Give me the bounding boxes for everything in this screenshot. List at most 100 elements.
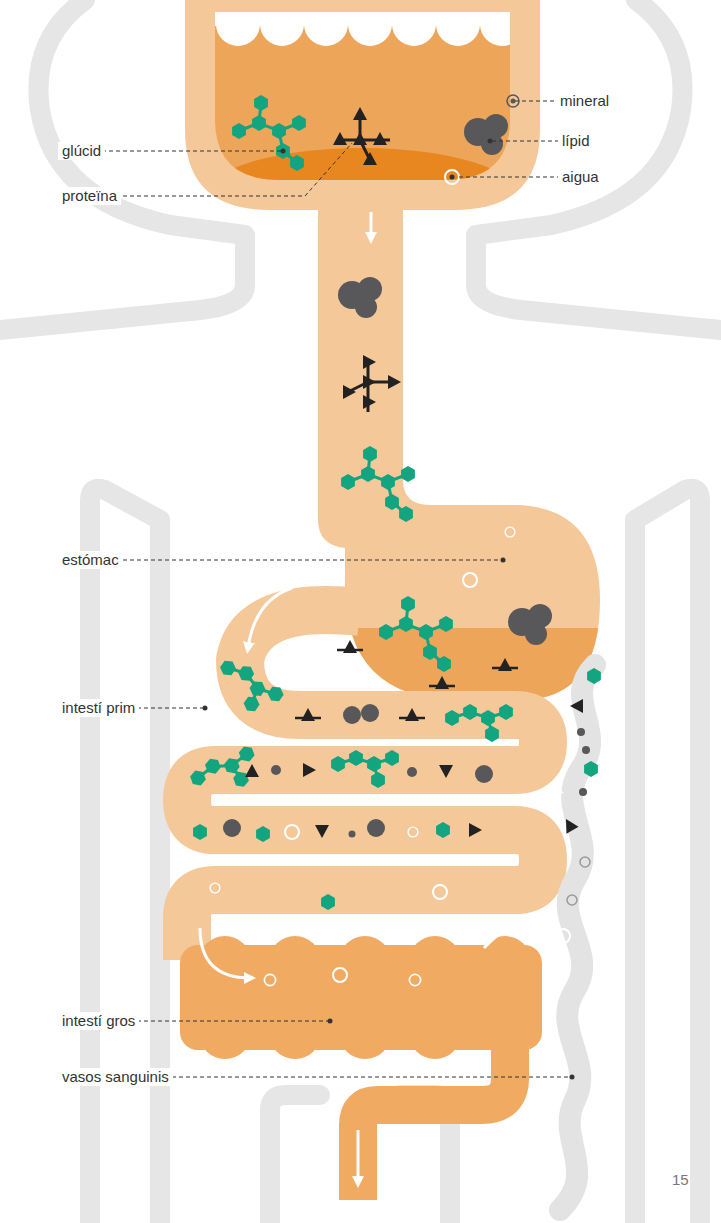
carbohydrate-molecule	[445, 704, 513, 742]
part-label: proteïna	[58, 187, 121, 205]
mineral-molecule	[511, 99, 516, 104]
leader-dot	[501, 558, 506, 563]
nutrients-esophagus	[337, 277, 552, 689]
part-label: glúcid	[58, 142, 105, 160]
protein-fragment	[399, 708, 425, 721]
tooth	[304, 2, 348, 46]
mineral-fragment	[577, 728, 585, 736]
absorption-arrow	[512, 792, 558, 804]
protein-fragment	[337, 640, 363, 653]
tooth	[348, 2, 392, 46]
leader-lines	[95, 101, 572, 1077]
tooth	[480, 2, 524, 46]
water-molecule	[333, 968, 347, 982]
colon-bulge	[199, 936, 251, 988]
carbohydrate-molecule	[379, 596, 453, 672]
flow-arrow	[200, 928, 250, 978]
water-molecule	[505, 527, 515, 537]
leader-dot	[281, 149, 286, 154]
colon-bulge	[409, 1007, 461, 1059]
carbohydrate-unit	[436, 822, 450, 838]
leader-dot	[203, 706, 208, 711]
water-molecule	[408, 827, 418, 837]
protein-fragment	[439, 765, 453, 778]
protein-fragment	[315, 825, 329, 838]
part-label: vasos sanguinis	[58, 1068, 173, 1086]
carbohydrate-molecule	[331, 750, 399, 788]
part-label: lípid	[558, 132, 594, 150]
lipid-molecule	[508, 604, 552, 645]
leader-line	[459, 177, 562, 178]
tooth	[436, 2, 480, 46]
carbohydrate-unit	[587, 668, 601, 684]
page-number: 15	[668, 1171, 693, 1189]
carbohydrate-molecule	[232, 95, 306, 171]
carbohydrate-molecule	[187, 744, 264, 803]
flow-arrow	[370, 212, 373, 238]
leader-dots	[203, 139, 575, 1080]
leader-dot	[570, 1075, 575, 1080]
water-molecule	[556, 929, 570, 943]
lipid-fragment	[367, 819, 385, 837]
tooth	[260, 2, 304, 46]
protein-fragment	[570, 699, 583, 713]
water-molecule	[445, 170, 459, 184]
leader-line	[95, 151, 281, 152]
leader-dot	[450, 175, 455, 180]
water-molecule	[285, 825, 299, 839]
colon-bulge	[409, 936, 461, 988]
protein-fragment	[560, 816, 579, 834]
arm-outline	[635, 489, 700, 1223]
colon-bulge	[199, 1007, 251, 1059]
lipid-fragment	[343, 706, 361, 724]
blood-water	[580, 857, 590, 867]
water-molecule	[463, 573, 477, 587]
lipid-fragment	[361, 704, 379, 722]
protein-fragment	[303, 763, 316, 777]
blood-water	[567, 895, 577, 905]
leader-line	[492, 141, 562, 142]
carbohydrate-molecule	[209, 653, 286, 723]
lipid-molecule	[338, 277, 382, 318]
flow-arrow	[248, 588, 292, 648]
tooth	[392, 2, 436, 46]
carbohydrate-unit	[584, 761, 598, 777]
absorption-arrow	[484, 920, 532, 948]
protein-fragment	[429, 676, 455, 689]
carbohydrate-unit	[193, 824, 207, 840]
carbohydrate-molecule	[341, 446, 415, 522]
arm-outline	[90, 489, 160, 1223]
leader-line	[515, 101, 560, 102]
part-label: intestí prim	[58, 699, 139, 717]
nutrients-intestine	[187, 653, 513, 986]
part-label: mineral	[556, 92, 613, 110]
lipid-fragment	[223, 819, 241, 837]
esophagus-stomach	[318, 200, 600, 700]
small-intestine	[187, 610, 543, 960]
flow-arrows	[200, 212, 558, 1182]
protein-fragment	[492, 658, 518, 671]
flow-arrow	[357, 1130, 360, 1182]
mineral-fragment	[271, 765, 281, 775]
carbohydrate-unit	[321, 894, 335, 910]
water-molecule	[409, 974, 420, 985]
colon-bulge	[339, 936, 391, 988]
part-label: intestí gros	[58, 1012, 139, 1030]
leg-outline	[270, 1095, 320, 1223]
mineral-fragment	[582, 746, 590, 754]
lipid-molecule	[464, 114, 508, 155]
leader-dot	[328, 1019, 333, 1024]
water-molecule	[433, 885, 447, 899]
colon-bulge	[269, 1007, 321, 1059]
lipid-fragment	[475, 765, 493, 783]
part-label: aigua	[558, 168, 603, 186]
water-molecule	[210, 883, 220, 893]
mineral-fragment	[349, 831, 356, 838]
part-label: estómac	[58, 551, 123, 569]
rectum	[358, 1040, 510, 1200]
protein-fragment	[295, 708, 321, 721]
